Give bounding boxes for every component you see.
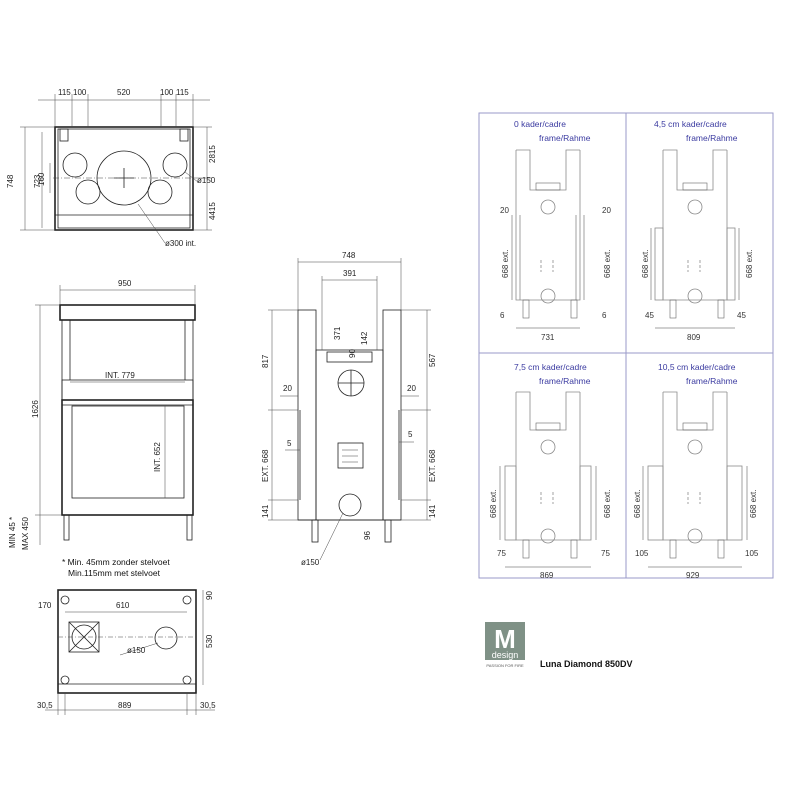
side-dim-20-right: 20 <box>407 384 416 393</box>
product-name: Luna Diamond 850DV <box>540 659 633 669</box>
front-view: 950 INT. 779 INT. 652 1626 MIN 45 * MAX … <box>8 279 196 578</box>
base-view: 170 610 90 530 ø150 30,5 889 30,5 <box>37 589 216 715</box>
base-dim-889: 889 <box>118 701 132 710</box>
top-dim-100-left: 100 <box>73 88 87 97</box>
panel1-title1: 4,5 cm kader/cadre <box>654 119 727 129</box>
side-view: 748 391 371 90 142 817 567 20 20 EXT. 66… <box>261 251 437 567</box>
panel2-title2: frame/Rahme <box>539 376 591 386</box>
frame-panel-0: 0 kader/cadre frame/Rahme 668 ext. 668 e… <box>478 112 627 354</box>
front-note-1: * Min. 45mm zonder stelvoet <box>62 557 170 567</box>
front-max-450: MAX 450 <box>21 517 30 550</box>
top-view: 115 100 520 100 115 748 723 160 2815 441… <box>6 88 217 248</box>
panel2-ext-left: 668 ext. <box>489 490 498 518</box>
panel0-side-top-left: 20 <box>500 206 509 215</box>
panel2-side-bot-left: 75 <box>497 549 506 558</box>
side-dim-20-left: 20 <box>283 384 292 393</box>
base-dim-90: 90 <box>205 591 214 600</box>
side-dim-141-right: 141 <box>428 504 437 518</box>
front-dim-1626: 1626 <box>31 400 40 418</box>
panel3-ext-left: 668 ext. <box>633 490 642 518</box>
top-dia-300: ø300 int. <box>165 239 196 248</box>
base-dim-30-5-left: 30,5 <box>37 701 53 710</box>
panel1-ext-left: 668 ext. <box>641 250 650 278</box>
side-dim-90: 90 <box>348 349 357 358</box>
side-dim-142: 142 <box>360 331 369 345</box>
brand-logo: M design PASSION FOR FIRE <box>485 622 525 668</box>
panel0-side-bot-right: 6 <box>602 311 607 320</box>
logo-letter: M <box>494 624 516 654</box>
top-dia-150: ø150 <box>197 176 216 185</box>
panel3-side-bot-left: 105 <box>635 549 649 558</box>
top-dim-4415: 4415 <box>208 202 217 220</box>
panel3-ext-right: 668 ext. <box>749 490 758 518</box>
side-dim-391: 391 <box>343 269 357 278</box>
side-dim-96: 96 <box>363 531 372 540</box>
panel0-ext-left: 668 ext. <box>501 250 510 278</box>
base-dia-150: ø150 <box>127 646 146 655</box>
base-dim-610: 610 <box>116 601 130 610</box>
top-dim-115-left: 115 <box>58 88 71 97</box>
side-dim-141-left: 141 <box>261 504 270 518</box>
panel3-title1: 10,5 cm kader/cadre <box>658 362 736 372</box>
base-dim-530: 530 <box>205 634 214 648</box>
side-ext-668-right: EXT. 668 <box>428 449 437 482</box>
panel0-side-bot-left: 6 <box>500 311 505 320</box>
panel2-side-bot-right: 75 <box>601 549 610 558</box>
front-dim-950: 950 <box>118 279 132 288</box>
panel1-side-bot-left: 45 <box>645 311 654 320</box>
frame-panel-105: 10,5 cm kader/cadre frame/Rahme 668 ext.… <box>625 352 774 580</box>
panel0-width: 731 <box>541 333 555 342</box>
front-int-652: INT. 652 <box>153 442 162 472</box>
side-dim-371: 371 <box>333 326 342 340</box>
panel2-width: 869 <box>540 571 554 580</box>
side-dim-5-left: 5 <box>287 439 292 448</box>
side-dim-5-right: 5 <box>408 430 413 439</box>
panel1-ext-right: 668 ext. <box>745 250 754 278</box>
top-dim-160: 160 <box>37 172 46 186</box>
logo-word: design <box>492 650 519 660</box>
panel0-ext-right: 668 ext. <box>603 250 612 278</box>
top-dim-115-right: 115 <box>176 88 189 97</box>
side-ext-668-left: EXT. 668 <box>261 449 270 482</box>
front-note-2: Min.115mm met stelvoet <box>68 568 161 578</box>
panel2-ext-right: 668 ext. <box>603 490 612 518</box>
base-dim-170: 170 <box>38 601 52 610</box>
panel1-width: 809 <box>687 333 701 342</box>
logo-tagline: PASSION FOR FIRE <box>486 663 524 668</box>
panel1-side-bot-right: 45 <box>737 311 746 320</box>
panel3-title2: frame/Rahme <box>686 376 738 386</box>
panel3-width: 929 <box>686 571 700 580</box>
side-dim-748: 748 <box>342 251 356 260</box>
frame-panel-75: 7,5 cm kader/cadre frame/Rahme 668 ext. … <box>478 352 627 580</box>
top-dim-100-right: 100 <box>160 88 174 97</box>
panel0-title1: 0 kader/cadre <box>514 119 566 129</box>
front-int-779: INT. 779 <box>105 371 135 380</box>
side-dim-817: 817 <box>261 354 270 368</box>
panel0-side-top-right: 20 <box>602 206 611 215</box>
panel2-title1: 7,5 cm kader/cadre <box>514 362 587 372</box>
base-dim-30-5-right: 30,5 <box>200 701 216 710</box>
front-min-45: MIN 45 * <box>8 517 17 548</box>
side-dim-567: 567 <box>428 353 437 367</box>
top-dim-520: 520 <box>117 88 131 97</box>
side-dia-150: ø150 <box>301 558 320 567</box>
top-dim-748: 748 <box>6 174 15 188</box>
panel0-title2: frame/Rahme <box>539 133 591 143</box>
panel3-side-bot-right: 105 <box>745 549 759 558</box>
panel1-title2: frame/Rahme <box>686 133 738 143</box>
frame-panel-45: 4,5 cm kader/cadre frame/Rahme 668 ext. … <box>625 112 774 354</box>
top-dim-723: 723 <box>33 174 42 188</box>
top-dim-2815: 2815 <box>208 145 217 163</box>
